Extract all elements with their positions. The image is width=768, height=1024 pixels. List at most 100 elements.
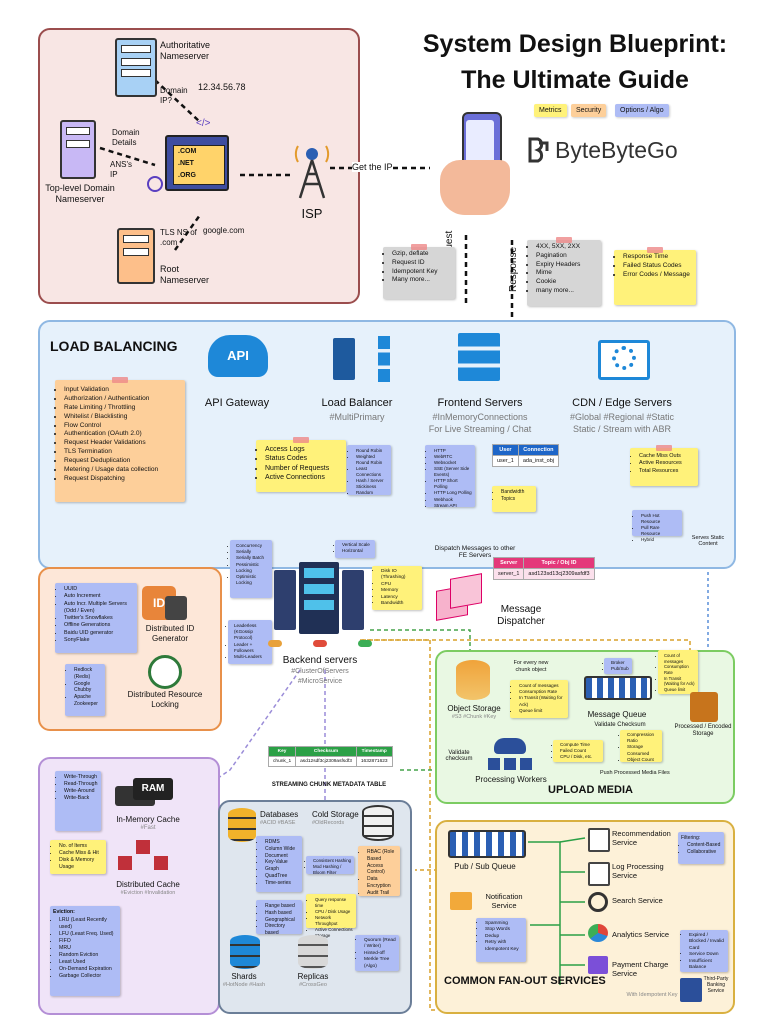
cdn-options-note: Push Hot Resource Pull Rare Resource Hyb… [632,510,682,542]
cache-metrics-note: No. of Items Cache Miss & Hit Disk & Mem… [50,840,106,874]
get-ip-label: Get the IP [352,162,393,172]
object-storage-tag: #S3 #Chunk #Key [451,714,497,720]
cdn-label: CDN / Edge Servers [572,397,672,409]
upload-media-title: UPLOAD MEDIA [548,784,633,796]
validate-checksum-2-label: Validate checksum [445,750,473,762]
chunk-table-title: STREAMING CHUNK METADATA TABLE [271,782,387,788]
cdn-tag-2: Static / Stream with ABR [572,424,672,434]
magnifier-icon [147,176,163,192]
pubsub-icon [448,830,526,858]
broker-note: Broker Pub/Sub [604,658,632,674]
tld-label: Top-level Domain Nameserver [45,183,115,204]
distributed-cache-tag: #Eviction #Invalidation [120,890,176,896]
ram-icon: RAM [115,776,175,808]
domain-details-label: Domain Details [112,128,140,147]
third-party-label: Third-Party Banking Service [703,976,729,994]
processed-storage-icon [690,692,718,722]
recommendation-icon [588,828,610,852]
backend-tag-1: #ClusterOfServers [291,668,349,675]
databases-label: Databases [260,810,299,819]
id-generator-label: Distributed ID Generator [145,624,195,643]
legend-security: Security [571,104,607,117]
shards-icon [230,935,260,969]
response-headers-note: 4XX, 5XX, 2XX Pagination Expiry Headers … [527,237,601,306]
pubsub-label: Pub / Sub Queue [454,862,516,871]
cdn-tag-1: #Global #Regional #Static [569,412,675,422]
frontend-servers-label: Frontend Servers [437,397,523,409]
partition-note: Range based Hash based Geographical Dire… [256,900,302,936]
idempotent-key-label: With Idempotent Key [626,992,678,998]
distributed-cache-icon [118,840,168,880]
tld-server-icon [60,120,96,179]
every-chunk-label: For every new chunk object [513,660,549,673]
db-security-note: RBAC (Role Based Access Control) Data En… [358,846,400,896]
page-title: System Design Blueprint: The Ultimate Gu… [395,26,755,98]
resource-locking-label: Distributed Resource Locking [127,690,203,709]
brand-name: ByteByteGo [555,136,678,163]
id-badge-icon [165,596,187,620]
notification-rules-note: Spamming Stop Words Dedup Retry with Ide… [476,918,526,962]
compression-note: Compression Ratio Storage Consumed Objec… [620,730,662,762]
phone-hand-icon [430,112,525,222]
domain-ip-question: Domain IP? [160,86,188,105]
scaling-note: Vertical Scale Horizontal [335,540,375,558]
tld-net: .NET [178,160,194,167]
resource-locking-note: Redlock (Redis) Google Chubby Apache Zoo… [65,664,105,716]
gateway-metrics-note: Access Logs Status Codes Number of Reque… [256,437,346,492]
legend-metrics: Metrics [534,104,567,117]
object-storage-label: Object Storage [447,704,501,713]
validate-checksum-label: Validate Checksum [594,722,646,728]
node-dots [268,640,372,648]
title-line-1: System Design Blueprint: [422,30,728,58]
load-balancer-tag: #MultiPrimary [329,412,385,422]
message-queue-label: Message Queue [587,710,647,719]
object-storage-icon [456,660,490,700]
tld-com: .COM [178,148,197,155]
fe-protocols-note: HTTP WebRTC Websocket SSE (Server Side E… [425,445,475,508]
recommendation-label: Recommendation Service [612,829,671,847]
distributed-cache-label: Distributed Cache [116,880,180,889]
root-server-icon [117,228,155,284]
authoritative-label: Authoritative Nameserver [160,40,211,61]
load-balancing-title: LOAD BALANCING [50,338,178,354]
concurrency-note: Concurrency Serially Serially Batch Pess… [230,540,272,598]
brand-logo: ByteByteGo [527,136,678,164]
response-metrics-note: Response Time Failed Status Codes Error … [614,247,696,305]
authoritative-server-icon [115,38,157,97]
tld-org: .ORG [178,172,196,179]
filtering-note: Filtering: Content-Based Collaborative [678,832,724,864]
in-memory-cache-label: In-Memory Cache [116,815,180,824]
load-balancer-icon [333,338,355,380]
eviction-note: Eviction: LRU (Least Recently used) LFU … [50,906,120,996]
lb-target-server-icon [378,336,390,382]
load-balancer-label: Load Balancer [321,397,393,409]
backend-metrics-note: Disk IO (Thrashing) CPU Memory Latency B… [372,566,422,610]
root-label: Root Nameserver [160,264,210,285]
databases-tag: #ACID #BASE [260,820,296,826]
cold-storage-label: Cold Storage [312,810,359,819]
bank-icon [680,978,702,1002]
payment-service-label: Payment Charge Service [612,960,669,978]
title-line-2: The Ultimate Guide [461,66,689,94]
backend-servers-icon [274,562,364,640]
fe-metrics-note: Bandwidth Topics [492,486,536,512]
api-gateway-label: API Gateway [204,397,270,409]
cold-storage-icon [362,805,394,841]
replicas-label: Replicas [297,972,329,981]
mq-metrics-note: Count of messages Consumption Rate In Tr… [510,680,568,718]
processing-workers-label: Processing Workers [475,775,547,784]
quorum-note: Quorum (Read / Writer) Hinted-off Merkle… [355,935,399,971]
db-types-note: RDMS Column Wide Document Key-Value Grap… [256,836,302,892]
lock-icon [148,655,182,689]
fanout-title: COMMON FAN-OUT SERVICES [444,975,606,987]
resolved-ip: 12.34.56.78 [198,82,246,92]
in-memory-tag: #Fast [140,825,156,831]
message-queue-icon [584,676,652,700]
dns-resolver-browser: .COM .NET .ORG [165,135,229,191]
gateway-security-note: Input Validation Authorization / Authent… [55,377,185,502]
hashing-note: Consistent Hashing Mod Hashing / Bloom F… [306,856,354,875]
